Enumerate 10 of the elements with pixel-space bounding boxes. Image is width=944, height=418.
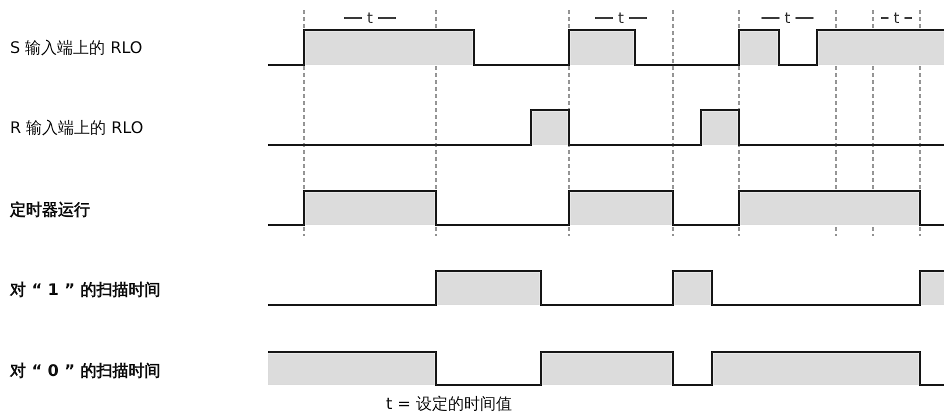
caption: t = 设定的时间值 (386, 394, 512, 414)
time-label: t (784, 10, 792, 26)
time-label: t (366, 10, 374, 26)
time-label: t (892, 10, 900, 26)
signal-label: S 输入端上的 RLO (10, 38, 142, 58)
time-label: t (617, 10, 625, 26)
signal-label: 对 “ 0 ” 的扫描时间 (10, 361, 160, 381)
signal-label: 对 “ 1 ” 的扫描时间 (10, 280, 160, 300)
signal-label: 定时器运行 (10, 200, 90, 220)
signal-label: R 输入端上的 RLO (10, 118, 144, 138)
